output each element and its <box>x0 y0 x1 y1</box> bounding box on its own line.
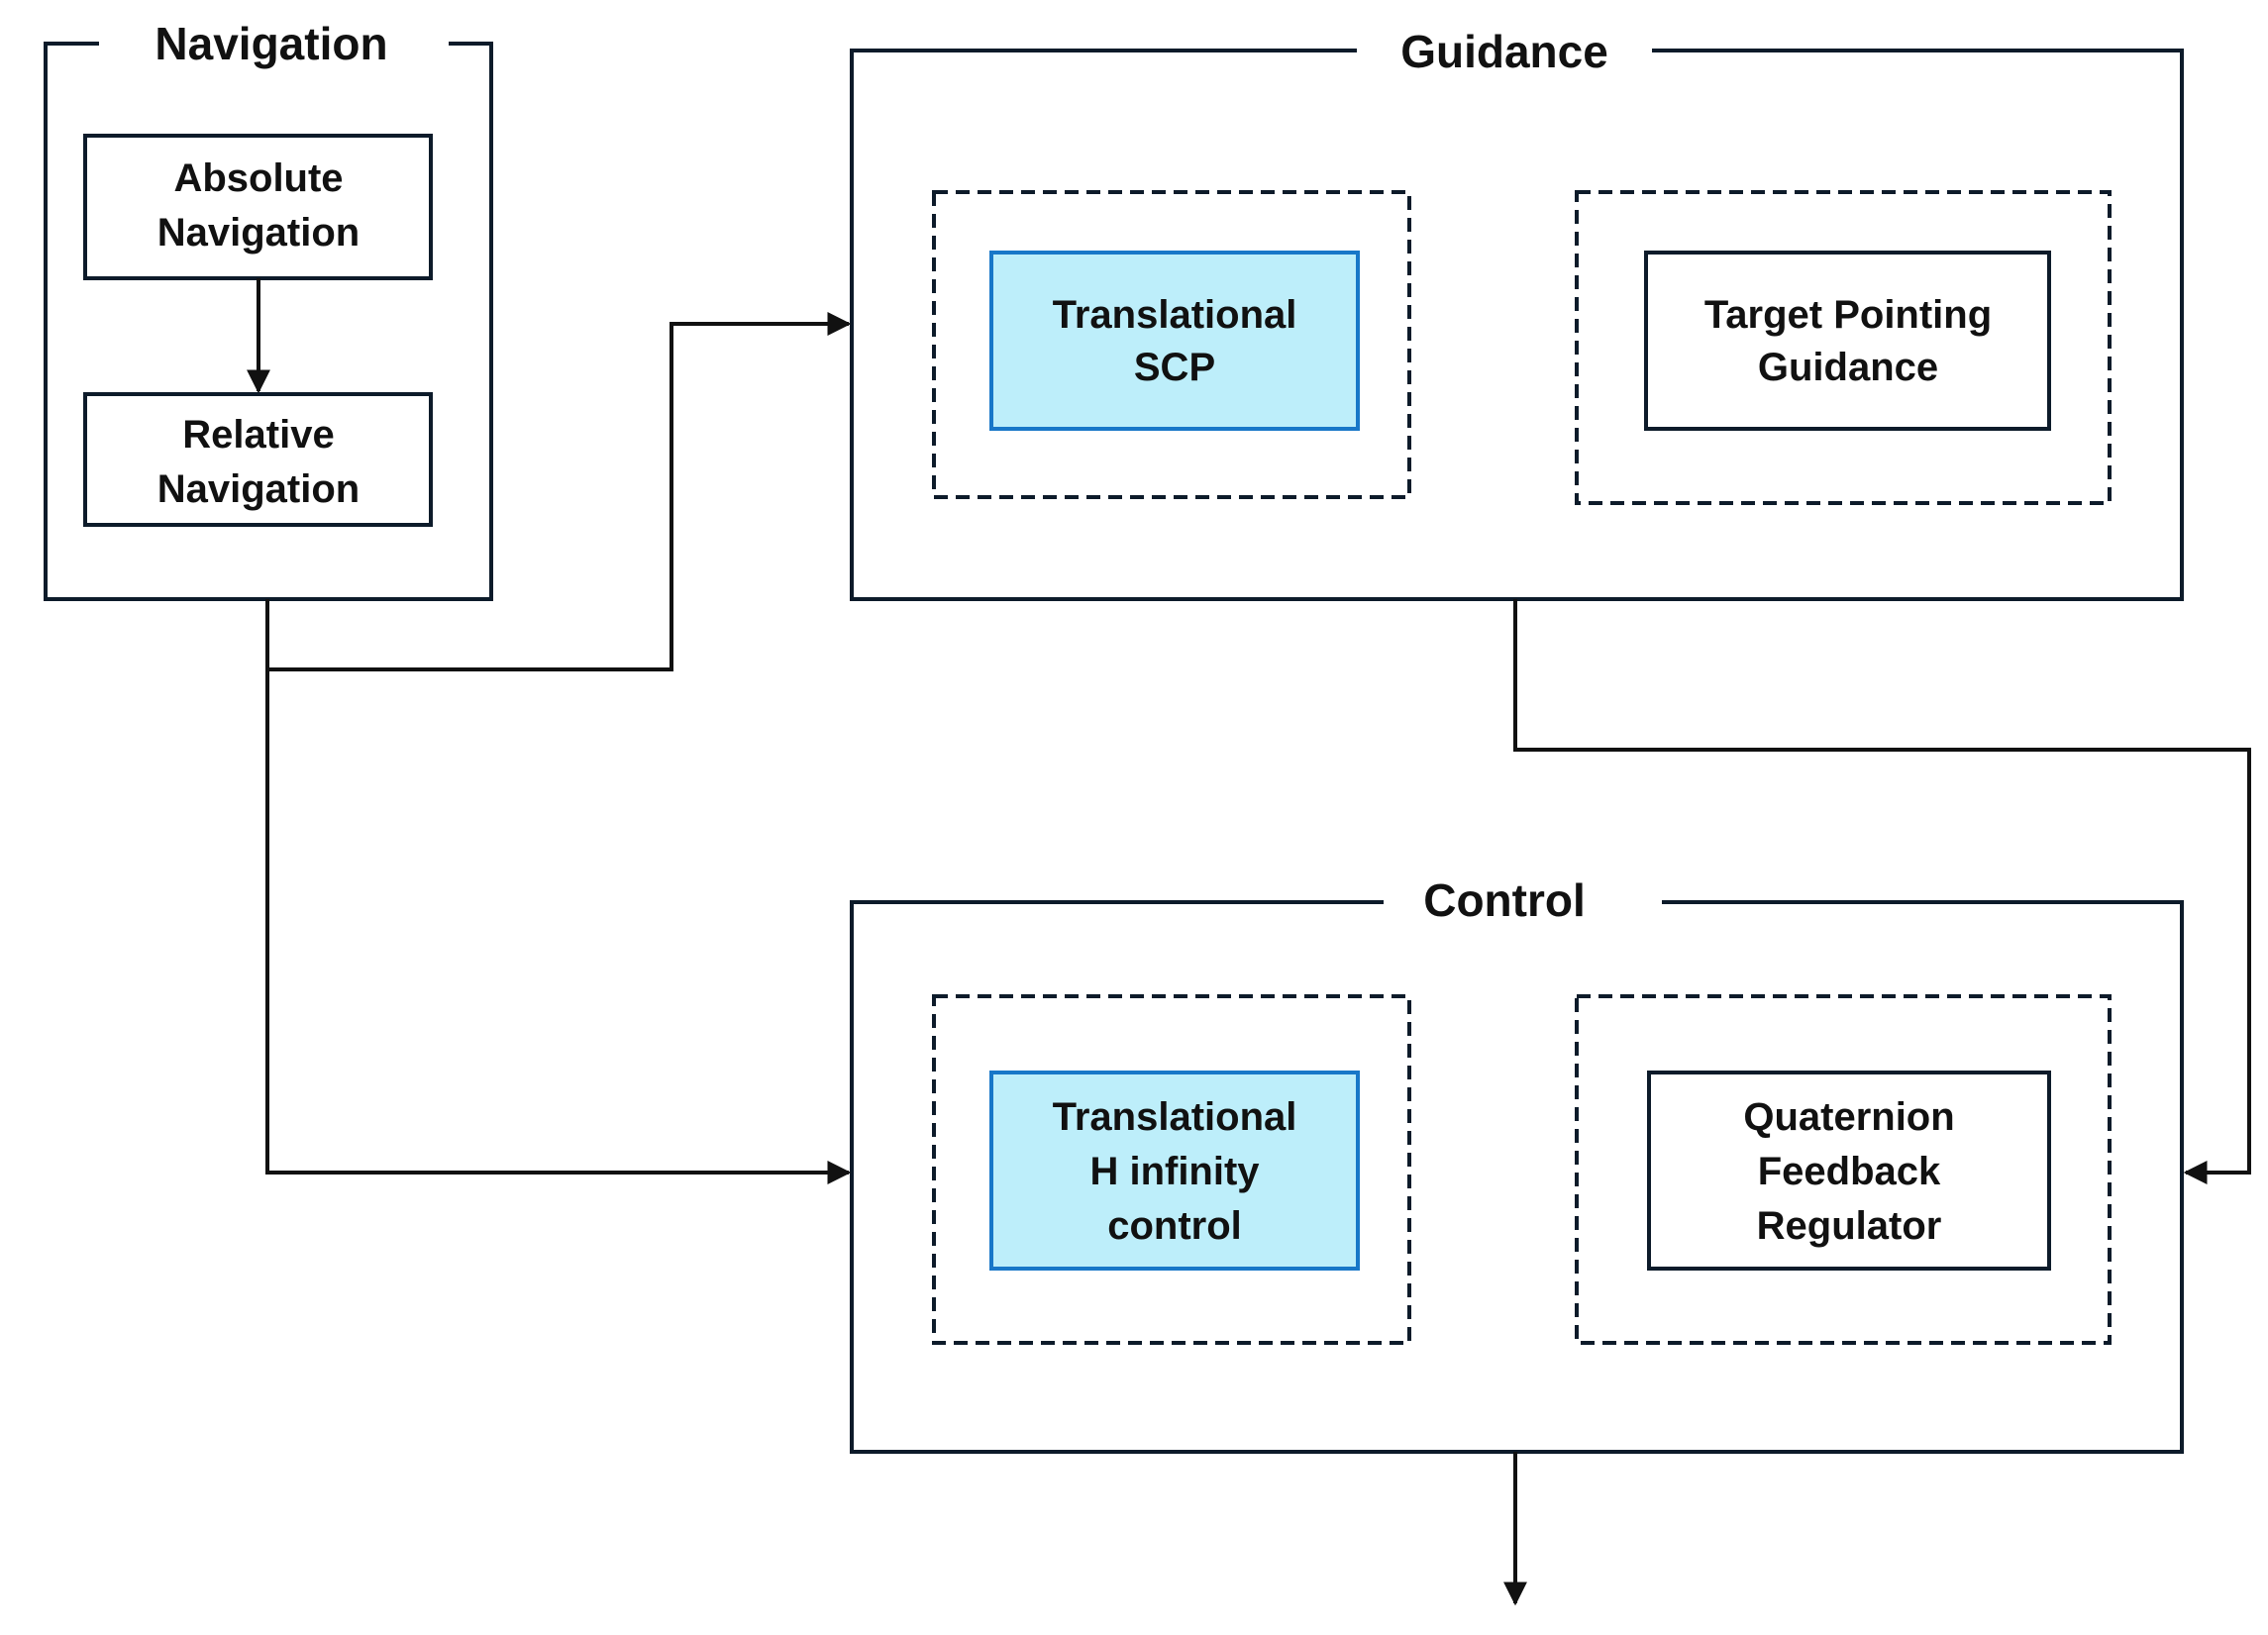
target-pointing-label-line2: Guidance <box>1758 346 1938 389</box>
translational-scp-dashed-frame <box>932 190 1411 499</box>
absolute-navigation-label-line1: Absolute <box>173 156 343 200</box>
guidance-group: Guidance Translational SCP Target Pointi… <box>850 26 2184 601</box>
navigation-group: Navigation Absolute Navigation Relative … <box>44 18 493 601</box>
translational-scp-label-line1: Translational <box>1053 293 1297 337</box>
relative-navigation-label-line2: Navigation <box>157 467 360 511</box>
control-title: Control <box>1423 874 1586 926</box>
guidance-to-control-arrow <box>1513 599 2251 1184</box>
relative-navigation-box: Relative Navigation <box>83 392 433 527</box>
relative-navigation-label-line1: Relative <box>182 413 334 457</box>
quaternion-feedback-regulator-box: Quaternion Feedback Regulator <box>1647 1071 2051 1271</box>
absolute-navigation-box: Absolute Navigation <box>83 134 433 280</box>
navigation-title: Navigation <box>155 18 387 69</box>
guidance-title: Guidance <box>1400 26 1608 77</box>
absolute-navigation-label-line2: Navigation <box>157 211 360 255</box>
navigation-to-control-arrow <box>265 669 852 1184</box>
quaternion-label-line1: Quaternion <box>1743 1095 1954 1139</box>
quaternion-dashed-frame <box>1575 994 2112 1345</box>
h-infinity-label-line1: Translational <box>1053 1095 1297 1139</box>
target-pointing-guidance-box: Target Pointing Guidance <box>1644 251 2051 431</box>
translational-h-infinity-box: Translational H infinity control <box>989 1071 1360 1271</box>
h-infinity-label-line3: control <box>1107 1204 1242 1248</box>
target-pointing-label-line1: Target Pointing <box>1704 293 1992 337</box>
translational-scp-label-line2: SCP <box>1134 346 1215 389</box>
target-pointing-dashed-frame <box>1575 190 2112 505</box>
h-infinity-label-line2: H infinity <box>1089 1150 1260 1193</box>
translational-scp-box: Translational SCP <box>989 251 1360 431</box>
control-group: Control Translational H infinity control… <box>850 874 2184 1454</box>
h-infinity-dashed-frame <box>932 994 1411 1345</box>
quaternion-label-line2: Feedback <box>1758 1150 1941 1193</box>
quaternion-label-line3: Regulator <box>1757 1204 1942 1248</box>
navigation-to-guidance-arrow <box>265 312 852 671</box>
